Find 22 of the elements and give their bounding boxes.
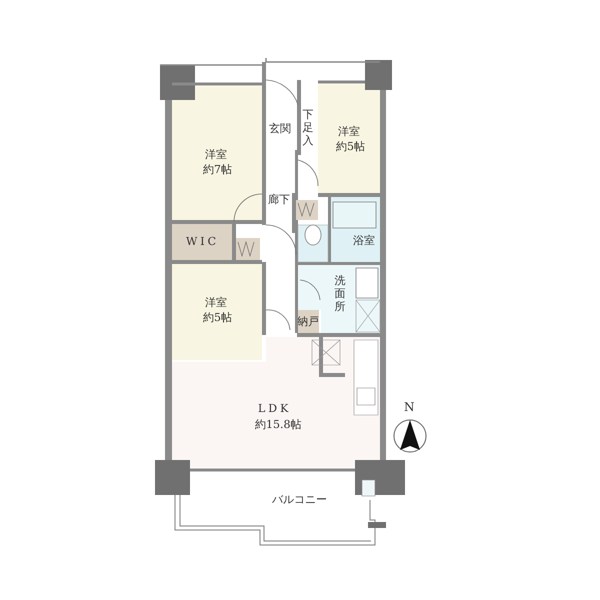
room-area: 約5帖 — [336, 140, 365, 154]
room — [172, 362, 380, 468]
room-area: 約7帖 — [203, 163, 232, 177]
room-name: 洋室 — [338, 125, 360, 139]
room-name: 洗面所 — [334, 274, 346, 313]
room-area: 約5帖 — [203, 311, 232, 325]
room-name: 洋室 — [205, 296, 227, 310]
north-label: N — [404, 400, 414, 414]
room-name: 廊下 — [268, 193, 290, 207]
room-name: 下足入 — [302, 108, 314, 147]
room — [318, 84, 380, 193]
room — [172, 264, 262, 360]
room — [297, 310, 319, 333]
room-name: 洋室 — [205, 148, 227, 162]
room-name: LDK — [258, 402, 292, 416]
room — [172, 224, 232, 260]
room-name: 浴室 — [353, 234, 375, 248]
room-name: 玄関 — [269, 122, 291, 136]
room-area: 約15.8帖 — [255, 418, 302, 432]
room — [172, 86, 262, 220]
room-name: バルコニー — [272, 493, 327, 507]
room-name: WIC — [186, 235, 220, 249]
